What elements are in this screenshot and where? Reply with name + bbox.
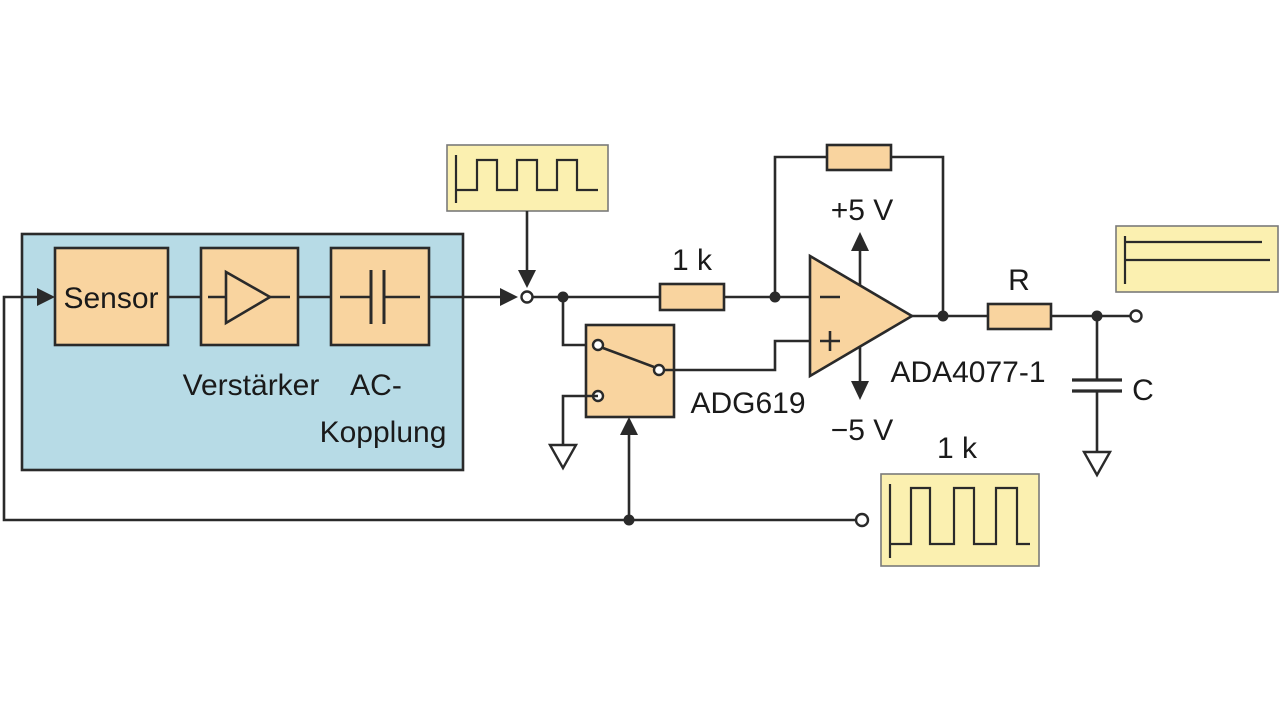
sensor-block (53, 246, 170, 347)
wire-feedback-left (773, 155, 827, 297)
wire-feedback-right (891, 155, 945, 316)
junction-clock (623, 514, 635, 526)
output-resistor-label: R (1008, 264, 1030, 297)
input-probe-arrow-icon (518, 270, 536, 288)
clock-signal-scope (880, 473, 1040, 567)
input-signal-scope (446, 144, 609, 212)
junction-output (937, 310, 949, 322)
clock-scope-waveform (890, 486, 1030, 546)
supply-positive-arrow-icon (851, 232, 869, 251)
wire-switch-to-noninverting (664, 339, 810, 372)
supply-negative-label: −5 V (831, 414, 894, 447)
sensor-input-arrow-icon (37, 288, 55, 306)
input-node-terminal (520, 290, 534, 304)
opamp-label: ADA4077-1 (890, 356, 1045, 389)
clock-resistor-label: 1 k (937, 432, 978, 465)
switch-control-arrow-icon (620, 417, 638, 435)
supply-negative-arrow-icon (851, 381, 869, 400)
clock-terminal (854, 512, 870, 528)
amplifier-label: Verstärker (183, 369, 320, 402)
ground-switch-icon (547, 443, 579, 471)
switch-terminal-top (591, 338, 605, 352)
switch-label: ADG619 (690, 387, 805, 420)
wire-clock-feedback (2, 295, 857, 522)
switch-arm (602, 346, 655, 369)
ground-capacitor-icon (1081, 450, 1113, 478)
ac-coupling-label-line2: Kopplung (320, 416, 447, 449)
output-resistor (986, 302, 1053, 331)
ac-coupling-label-line1: AC- (350, 369, 402, 402)
supply-positive-label: +5 V (831, 194, 894, 227)
feedback-resistor (825, 143, 893, 172)
input-resistor (658, 282, 726, 312)
input-scope-waveform (456, 158, 598, 192)
input-resistor-label: 1 k (672, 244, 713, 277)
wire-switch-ground (561, 394, 598, 445)
module-output-arrow-icon (500, 288, 518, 306)
sensor-label: Sensor (63, 282, 158, 315)
output-terminal (1129, 309, 1143, 323)
switch-terminal-common (652, 363, 666, 377)
output-capacitor-label: C (1132, 374, 1154, 407)
